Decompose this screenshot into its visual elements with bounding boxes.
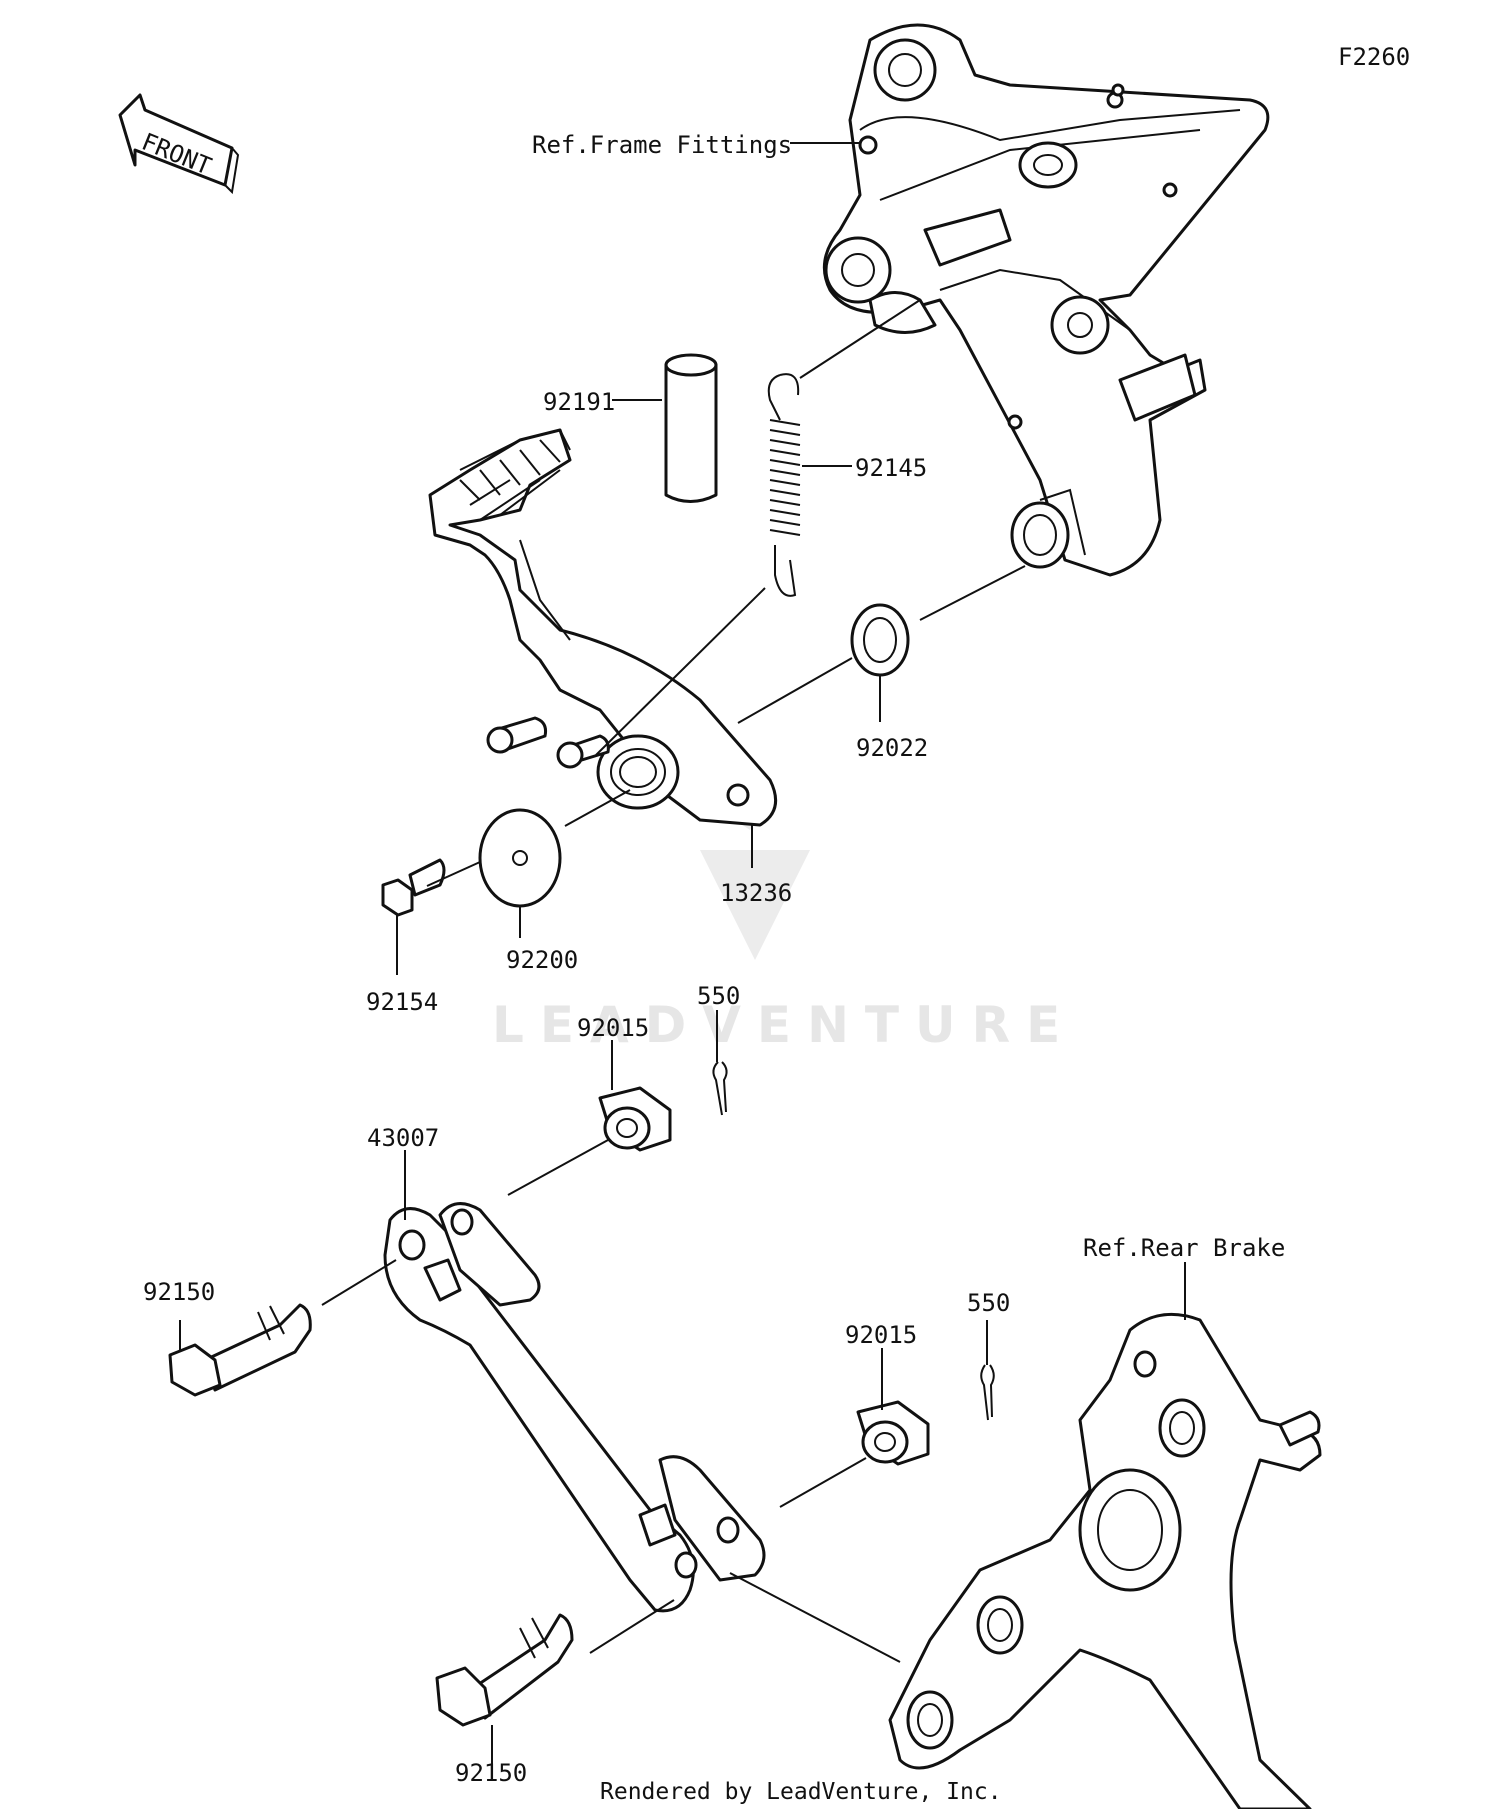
front-arrow-icon: FRONT <box>118 93 240 195</box>
callout-550-bottom: 550 <box>967 1289 1010 1317</box>
cotter-pin-550-top <box>712 1061 728 1116</box>
collar-92191 <box>664 353 718 503</box>
brake-pedal <box>428 428 778 827</box>
washer-92200 <box>478 808 562 908</box>
callout-ref-rear-brake: Ref.Rear Brake <box>1083 1234 1285 1262</box>
callout-43007: 43007 <box>367 1124 439 1152</box>
bolt-92150-top <box>168 1303 312 1397</box>
callout-92191: 92191 <box>543 388 615 416</box>
callout-ref-frame-fittings: Ref.Frame Fittings <box>532 131 792 159</box>
callout-13236: 13236 <box>720 879 792 907</box>
callout-92150-bottom: 92150 <box>455 1759 527 1787</box>
callout-92022: 92022 <box>856 734 928 762</box>
callout-92200: 92200 <box>506 946 578 974</box>
callout-92015-bottom: 92015 <box>845 1321 917 1349</box>
callout-92145: 92145 <box>855 454 927 482</box>
nut-92015-bottom <box>856 1400 930 1466</box>
leader-lines <box>179 142 1186 1770</box>
credit-text: Rendered by LeadVenture, Inc. <box>600 1779 1002 1805</box>
spring-92145 <box>767 373 801 597</box>
nut-92015-top <box>598 1086 672 1152</box>
washer-92022 <box>850 603 910 677</box>
frame-fittings-bracket <box>822 23 1270 577</box>
watermark-text: LEADVENTURE <box>492 996 1076 1054</box>
diagram-code: F2260 <box>1338 43 1410 71</box>
rear-brake-lever <box>888 1312 1322 1809</box>
watermark: LEADVENTURE <box>492 800 1076 1054</box>
callout-92150-top: 92150 <box>143 1278 215 1306</box>
cotter-pin-550-bottom <box>980 1364 995 1421</box>
callout-92015-top: 92015 <box>577 1014 649 1042</box>
callout-92154: 92154 <box>366 988 438 1016</box>
callout-550-top: 550 <box>697 982 740 1010</box>
bolt-92154 <box>381 858 446 917</box>
brake-rod-43007 <box>383 1202 766 1613</box>
bolt-92150-bottom <box>435 1613 574 1727</box>
